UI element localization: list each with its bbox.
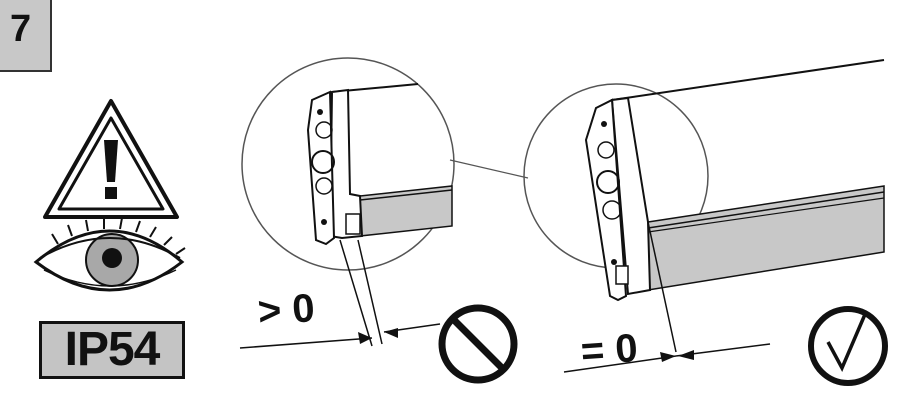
eye-icon: [33, 217, 186, 292]
checkmark-icon: [808, 306, 888, 386]
ip-rating-badge: IP54: [39, 321, 185, 379]
step-number-box: 7: [0, 0, 52, 72]
warning-triangle-icon: [43, 99, 179, 219]
gap-greater-than-zero-label: > 0: [256, 286, 317, 334]
prohibited-icon: [438, 304, 518, 384]
gap-correct-detail: [523, 59, 885, 373]
step-number: 7: [10, 8, 32, 50]
gap-wrong-detail: [239, 57, 455, 349]
ip-rating-label: IP54: [64, 323, 161, 376]
gap-equal-zero-label: = 0: [579, 326, 640, 374]
